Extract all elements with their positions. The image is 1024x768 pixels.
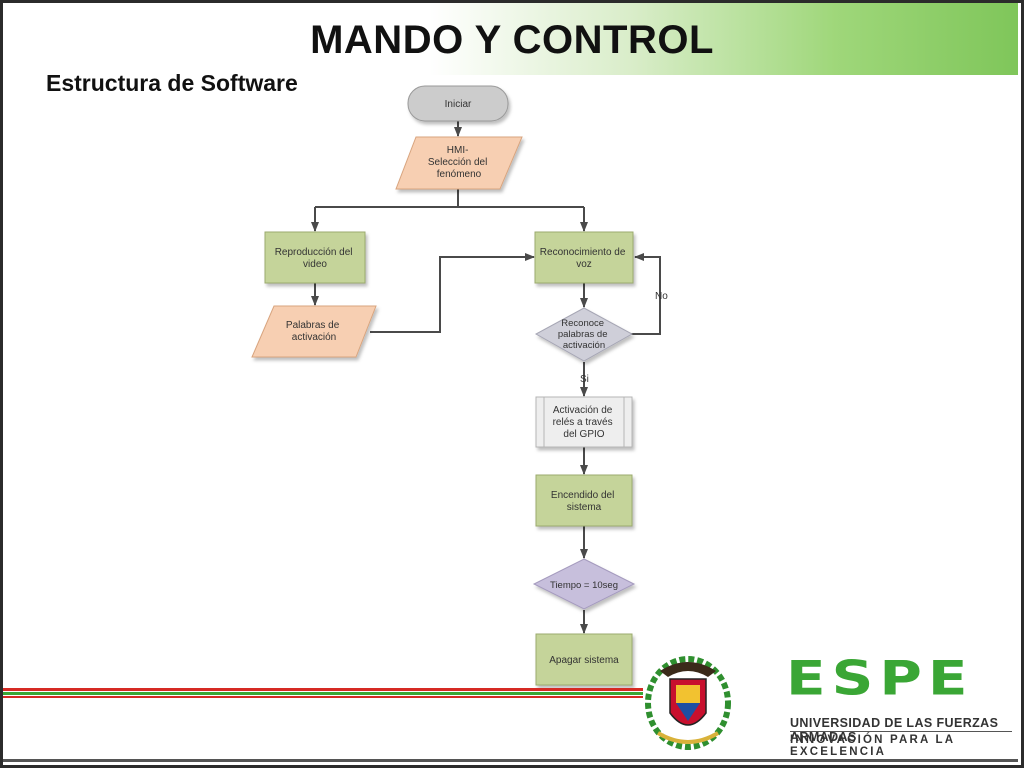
node-tiempo-label: Tiempo = 10seg — [550, 580, 618, 591]
node-iniciar-label: Iniciar — [445, 99, 472, 110]
slide-subtitle: Estructura de Software — [46, 70, 298, 96]
espe-logo: ESPE — [786, 650, 974, 706]
footer-stripes — [3, 688, 643, 704]
node-palabras — [251, 305, 377, 358]
node-encendido-label: Encendido del sistema — [551, 490, 617, 513]
node-reconocimiento — [534, 231, 634, 284]
node-activacion-label: Activación de relés a través del GPIO — [553, 405, 616, 440]
node-encendido — [535, 474, 633, 527]
node-reconocimiento-label: Reconocimiento de voz — [540, 247, 628, 270]
node-reconoce-label: Reconoce palabras de activación — [558, 318, 610, 351]
node-hmi-label: HMI- Selección del fenómeno — [428, 145, 490, 180]
university-crest-icon — [645, 656, 731, 750]
node-apagar — [535, 633, 633, 686]
espe-divider — [790, 731, 1012, 732]
espe-motto: INNOVACIÓN PARA LA EXCELENCIA — [790, 734, 955, 758]
bottom-edge — [3, 759, 1018, 762]
node-reconoce — [534, 307, 634, 362]
title-band — [3, 3, 1018, 75]
node-apagar-label: Apagar sistema — [549, 655, 619, 666]
node-activacion — [535, 396, 633, 448]
edge-no-loop — [631, 253, 661, 335]
node-reproduccion — [264, 231, 366, 284]
node-hmi — [395, 136, 523, 190]
edge-label-si: Si — [580, 374, 589, 385]
node-iniciar — [407, 85, 509, 122]
espe-university-name: UNIVERSIDAD DE LAS FUERZAS ARMADAS — [790, 716, 999, 744]
node-tiempo — [532, 558, 636, 610]
node-palabras-label: Palabras de activación — [286, 320, 342, 343]
edge-palabras-reconocimiento — [370, 253, 535, 333]
node-reproduccion-label: Reproducción del video — [275, 247, 356, 270]
slide-title: MANDO Y CONTROL — [310, 18, 714, 62]
edge-hmi-split — [315, 189, 584, 208]
edge-label-no: No — [655, 291, 668, 302]
